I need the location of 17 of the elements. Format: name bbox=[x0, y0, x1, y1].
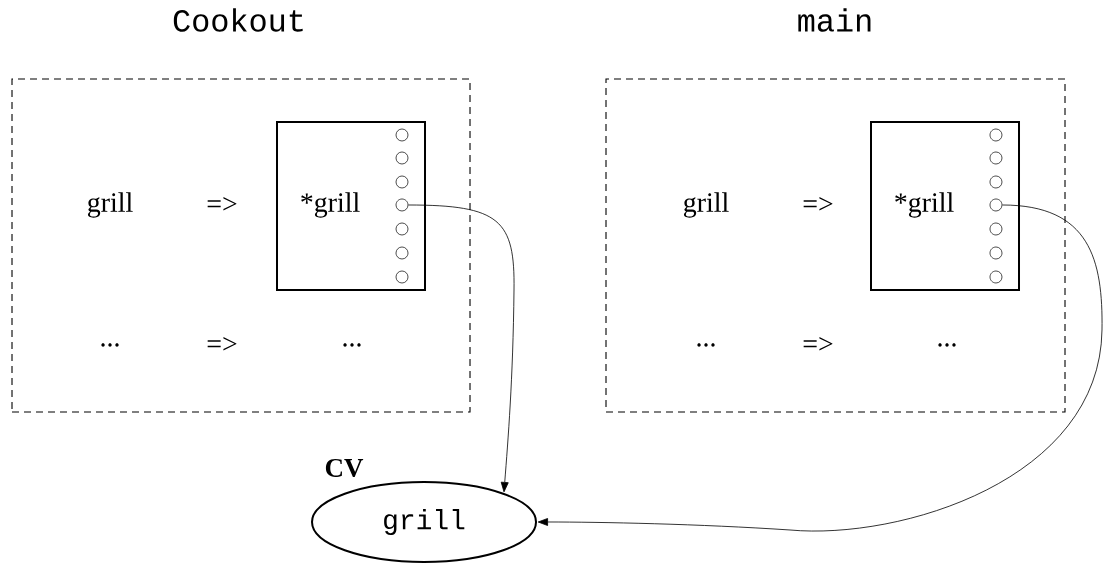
symbol-name: grill bbox=[683, 192, 729, 218]
ellipsis: ... bbox=[343, 343, 361, 347]
arrow bbox=[537, 204, 1103, 532]
ellipsis: ... bbox=[697, 343, 715, 347]
glob-box: *grill bbox=[870, 121, 1020, 291]
arrow-sign: => bbox=[207, 197, 237, 211]
arrow-sign: => bbox=[803, 197, 833, 211]
symbol-name: grill bbox=[87, 192, 133, 218]
package-title: Cookout bbox=[173, 8, 303, 32]
arrow-sign: => bbox=[803, 337, 833, 351]
arrow bbox=[407, 204, 515, 493]
package-title: main bbox=[798, 8, 871, 32]
arrow-sign: => bbox=[207, 337, 237, 351]
glob-box: *grill bbox=[276, 121, 426, 291]
ellipsis: ... bbox=[101, 343, 119, 347]
ellipsis: ... bbox=[938, 343, 956, 347]
ellipse-title: CV bbox=[325, 458, 364, 478]
